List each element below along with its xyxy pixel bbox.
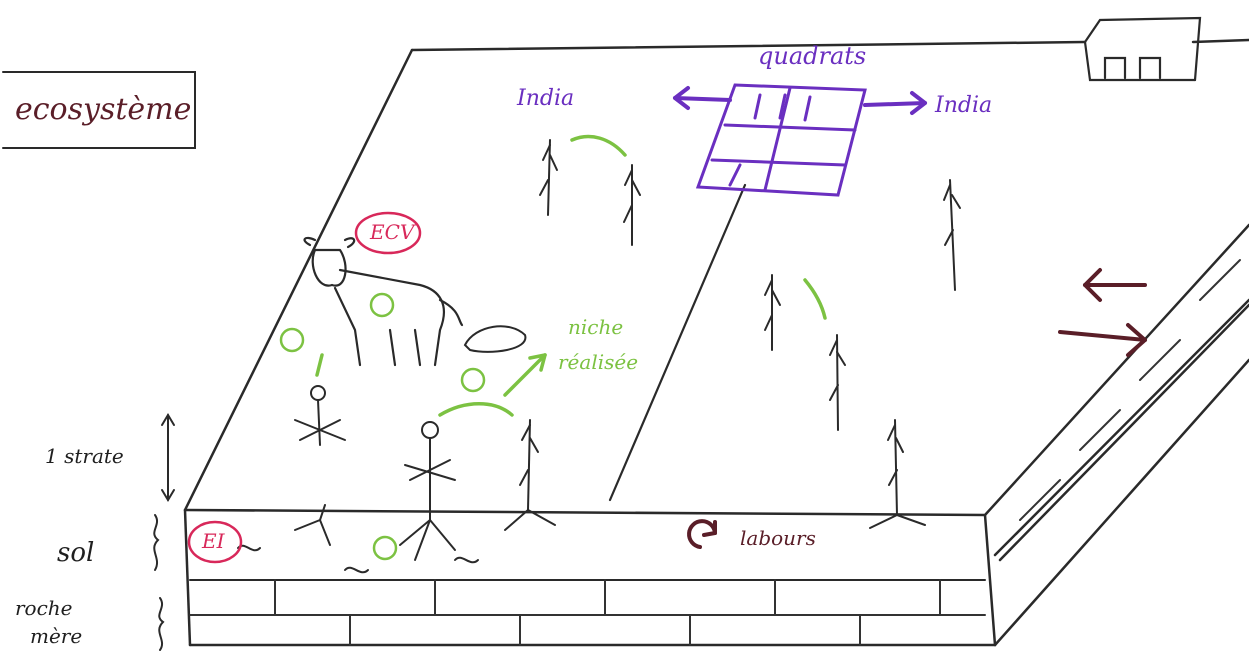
- flowering-plants: [294, 385, 456, 561]
- ecv-label: ECV: [370, 220, 415, 244]
- sol-label: sol: [57, 538, 95, 568]
- ecv-ei-circles: [187, 211, 422, 564]
- title-label: ecosystème: [15, 92, 192, 127]
- ei-label: EI: [202, 529, 225, 553]
- wheat-plants: [504, 139, 961, 531]
- field-divider: [608, 183, 747, 502]
- roche-label-line1: roche: [15, 596, 73, 620]
- india-right-label: India: [935, 93, 993, 118]
- niche-label-line1: niche: [568, 315, 624, 339]
- layer-brackets: [2, 71, 196, 651]
- roche-label-line2: mère: [30, 624, 83, 648]
- niche-arrows: [315, 134, 827, 417]
- soil-organisms: [237, 544, 479, 574]
- building-icon: [1083, 16, 1202, 82]
- terrain-block: [183, 38, 1249, 647]
- species-markers: [279, 292, 486, 561]
- niche-label-line2: réalisée: [558, 350, 639, 374]
- strate-label: 1 strate: [45, 444, 124, 468]
- quadrat-grid: [695, 83, 867, 197]
- erosion-arrows: [687, 268, 1147, 549]
- bedrock-bricks: [189, 259, 1241, 646]
- cow-sketch: [303, 236, 464, 367]
- rock-shape: [463, 325, 527, 353]
- quadrats-label: quadrats: [758, 42, 867, 70]
- quadrat-arrows: [673, 86, 927, 115]
- labours-label: labours: [740, 526, 816, 550]
- india-left-label: India: [517, 86, 575, 111]
